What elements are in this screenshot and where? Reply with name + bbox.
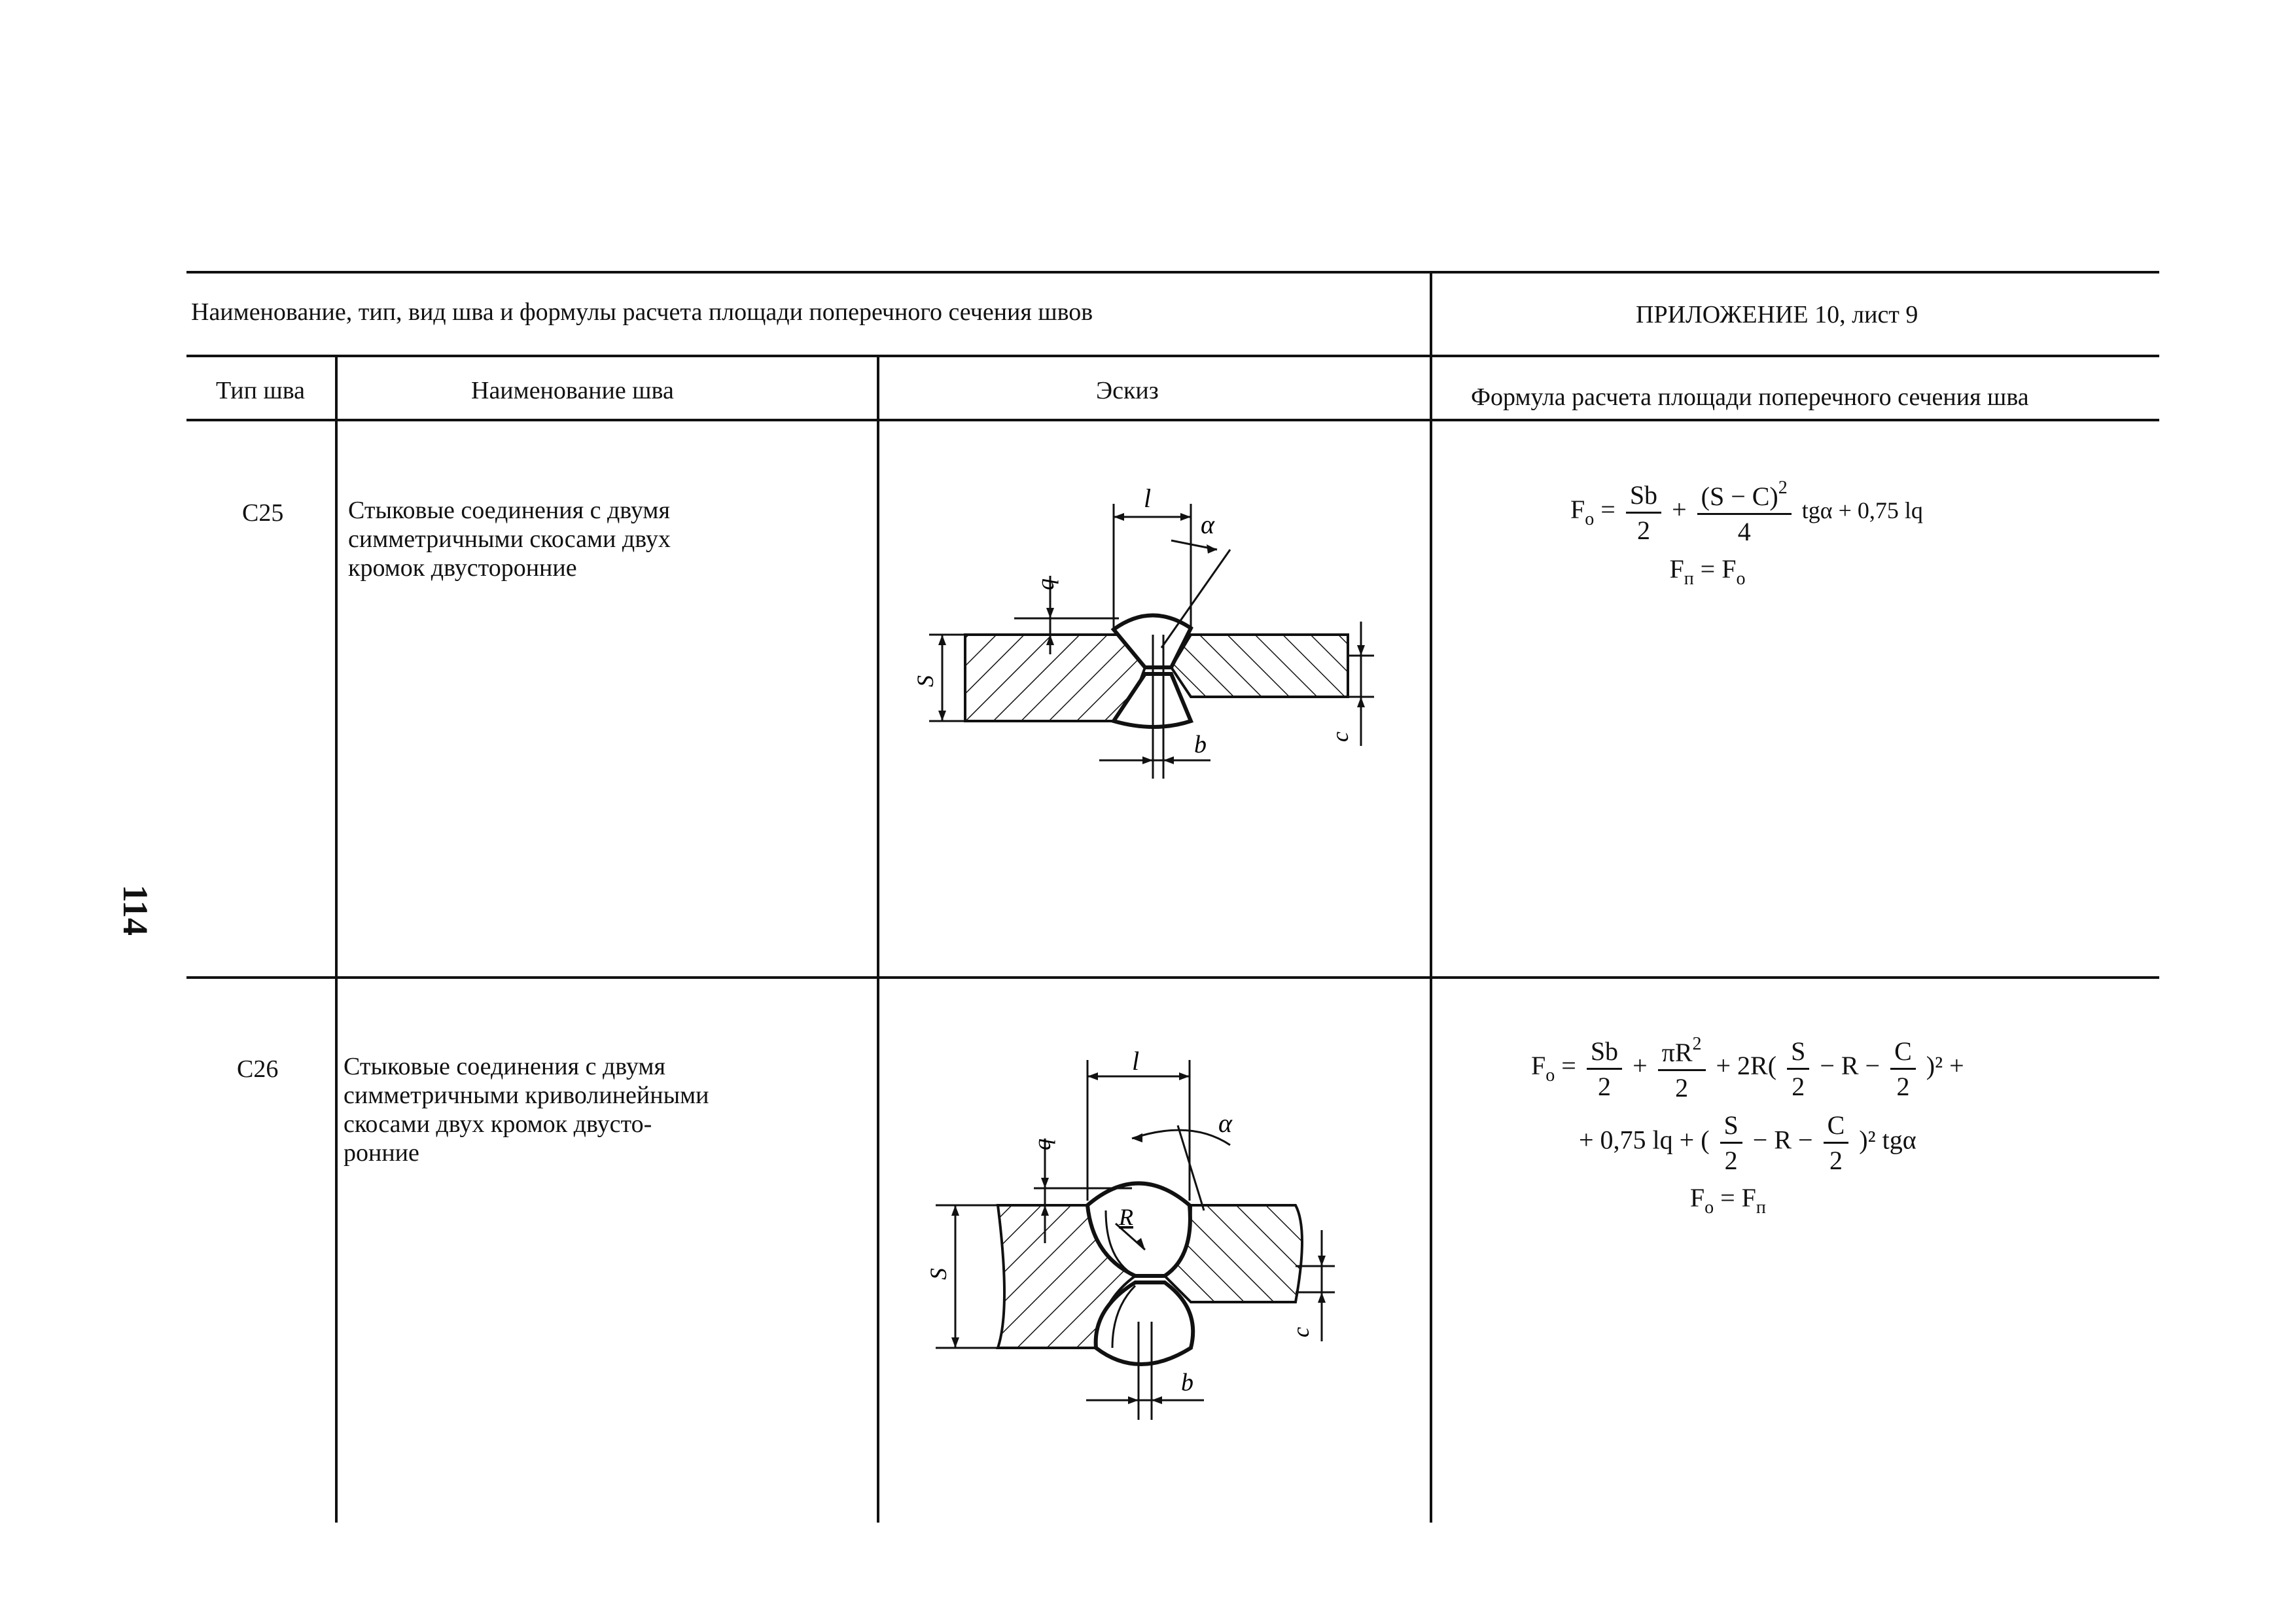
page-number: 114 [116,884,156,936]
label-s: S [912,675,938,687]
name-line: симметричными скосами двух [348,525,671,553]
header-bottom-rule [186,355,2159,357]
name-line: Стыковые соединения с двумя [344,1053,665,1080]
row-c26-type: С26 [237,1055,279,1083]
left-plate [964,633,1147,722]
label-q: q [1033,578,1059,590]
header-divider [1430,271,1432,420]
label-s: S [925,1268,951,1280]
label-q: q [1029,1139,1055,1150]
label-alpha: α [1218,1108,1233,1138]
name-line: симметричными криволинейными [344,1082,709,1109]
column-header-formula: Формула расчета площади поперечного сече… [1471,383,2029,411]
label-c: c [1288,1327,1314,1337]
weld-bottom [1093,1280,1195,1366]
label-r: R [1118,1204,1133,1230]
formula-line: Fо = Fп [1689,1183,1766,1218]
name-line: Стыковые соединения с двумя [348,497,670,524]
column-header-bottom-rule [186,419,2159,421]
label-l: l [1144,484,1151,513]
label-b: b [1194,731,1207,758]
col-divider-type-name [335,355,338,1523]
name-line: ронние [344,1139,419,1167]
row-c25-name: Стыковые соединения с двумя симметричным… [348,496,671,582]
column-header-type: Тип шва [216,377,306,404]
row-c26-name: Стыковые соединения с двумя симметричным… [344,1052,709,1167]
row-c25-type: С25 [242,499,284,527]
name-line: кромок двусторонние [348,554,577,582]
column-header-sketch: Эскиз [1096,377,1159,404]
col-divider-sketch-formula [1430,420,1432,1523]
appendix-label: ПРИЛОЖЕНИЕ 10, лист 9 [1636,301,1918,328]
label-alpha: α [1201,510,1215,539]
column-header-name: Наименование шва [471,377,674,404]
table-title: Наименование, тип, вид шва и формулы рас… [191,298,1093,326]
label-b: b [1181,1369,1193,1396]
table-top-rule [186,271,2159,274]
sketch-c26: l α q R S c b [925,1046,1335,1420]
formula-line: Fп = Fо [1669,554,1746,589]
col-divider-name-sketch [877,355,879,1523]
label-c: c [1327,732,1353,742]
right-plate [1169,633,1349,698]
name-line: скосами двух кромок двусто- [344,1110,652,1138]
row-separator-rule [186,976,2159,979]
sketch-c25: l α q S c b [912,484,1374,779]
label-l: l [1132,1046,1139,1076]
